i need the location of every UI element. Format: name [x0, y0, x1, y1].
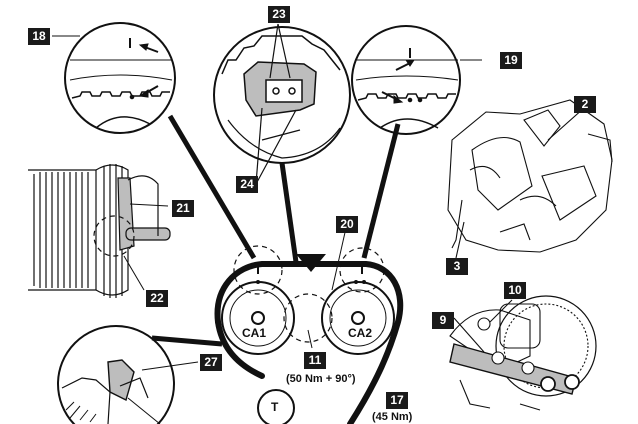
callout-11: 11 — [304, 352, 326, 369]
callout-19: 19 — [500, 52, 522, 69]
detail-circle-23 — [213, 23, 351, 185]
timing-belt — [214, 261, 404, 424]
timing-mark-circles — [233, 245, 385, 343]
leader-19 — [361, 123, 401, 259]
crank-locking-view — [449, 295, 597, 411]
detail-circle-19 — [351, 25, 461, 135]
detail-circle-18 — [64, 22, 176, 134]
leader-18 — [167, 114, 257, 260]
callout-20: 20 — [336, 216, 358, 233]
torque-item-17: (45 Nm) — [372, 411, 413, 423]
detail-circle-27 — [57, 325, 199, 424]
callout-21: 21 — [172, 200, 194, 217]
callout-9: 9 — [432, 312, 454, 329]
leader-27 — [151, 335, 223, 347]
pulley-label-ca2: CA2 — [348, 326, 373, 340]
leader-23 — [279, 162, 299, 263]
marker-circle-22 — [93, 215, 135, 257]
callout-3: 3 — [446, 258, 468, 275]
callout-leaders — [52, 35, 482, 349]
cam-pulley-2 — [321, 281, 395, 355]
callout-27: 27 — [200, 354, 222, 371]
pulley-label-ca1: CA1 — [242, 326, 267, 340]
callout-24: 24 — [236, 176, 258, 193]
alignment-triangle — [296, 254, 326, 272]
torque-item-11: (50 Nm + 90°) — [286, 373, 356, 385]
tensioner-pulley — [257, 389, 295, 424]
callout-17: 17 — [386, 392, 408, 409]
timing-ticks — [257, 262, 363, 274]
engine-view — [447, 99, 613, 253]
callout-2: 2 — [574, 96, 596, 113]
callout-10: 10 — [504, 282, 526, 299]
callout-22: 22 — [146, 290, 168, 307]
callout-23: 23 — [268, 6, 290, 23]
callout-18: 18 — [28, 28, 50, 45]
camshaft-side-view — [28, 164, 171, 298]
pulley-label-tensioner: T — [271, 400, 279, 414]
cam-pulley-1 — [221, 281, 295, 355]
